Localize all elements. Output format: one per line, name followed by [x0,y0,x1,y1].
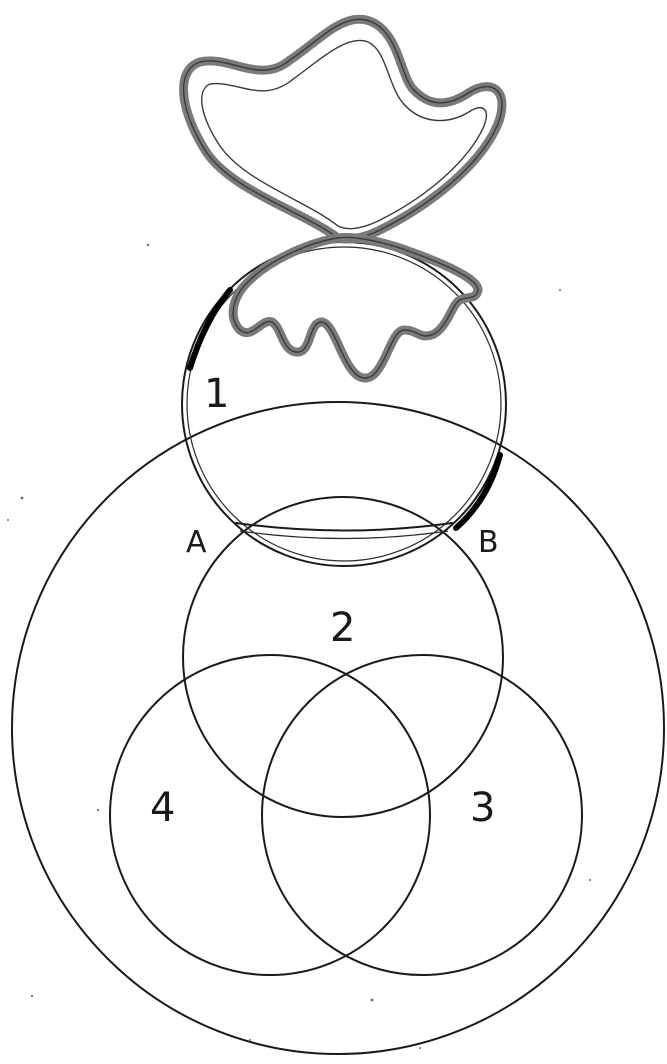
region-label-2: 2 [330,605,355,651]
flame-shape [184,19,502,378]
circle-2 [183,497,503,817]
outer-circle [12,402,664,1054]
point-label-a: A [186,525,207,560]
heavy-arc-left [190,290,230,368]
chord-ab [236,523,452,539]
circle-3 [262,655,582,975]
region-label-4: 4 [150,785,175,831]
region-label-1: 1 [204,371,229,417]
point-label-b: B [478,525,499,560]
region-label-3: 3 [470,785,495,831]
